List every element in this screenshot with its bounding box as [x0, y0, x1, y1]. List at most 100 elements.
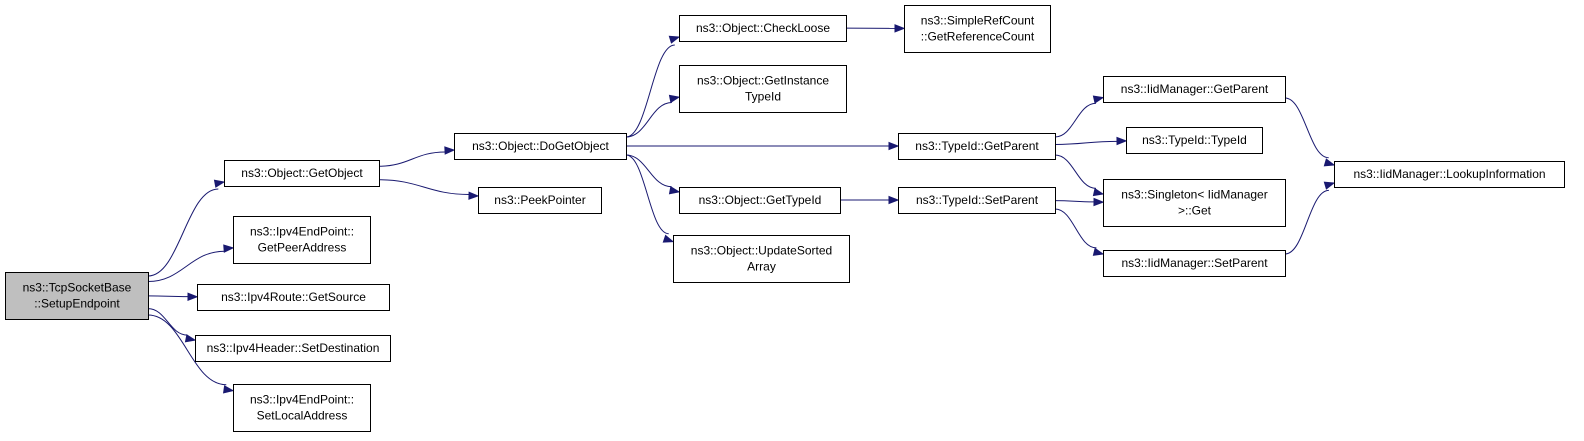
edge-line — [147, 308, 188, 336]
arrowhead-icon — [668, 94, 681, 104]
edge-setupEndpoint-to-getObject — [147, 179, 226, 277]
edge-typeIdSetParent-to-singletonGet — [1054, 197, 1105, 207]
node-getReferenceCount[interactable]: ns3::SimpleRefCount::GetReferenceCount — [904, 5, 1051, 53]
edge-line — [147, 188, 219, 277]
node-label-line: ns3::IidManager::GetParent — [1121, 82, 1269, 96]
node-iidSetParent[interactable]: ns3::IidManager::SetParent — [1103, 250, 1286, 277]
node-label-line: ns3::PeekPointer — [494, 193, 585, 207]
node-box — [673, 235, 850, 283]
arrowhead-icon — [468, 191, 480, 200]
node-label-line: ns3::SimpleRefCount — [921, 14, 1035, 28]
edge-getTypeId-to-typeIdSetParent — [840, 195, 900, 205]
node-label-line: ns3::Object::CheckLoose — [696, 21, 830, 35]
node-box — [898, 133, 1056, 160]
edge-iidGetParent-to-lookupInformation — [1284, 97, 1336, 167]
node-label-line: SetLocalAddress — [257, 409, 348, 423]
node-label-line: ns3::IidManager::LookupInformation — [1353, 167, 1545, 181]
arrowhead-icon — [1092, 187, 1105, 197]
node-doGetObject[interactable]: ns3::Object::DoGetObject — [454, 133, 627, 160]
node-getPeerAddress[interactable]: ns3::Ipv4EndPoint::GetPeerAddress — [233, 216, 371, 264]
node-getTypeId[interactable]: ns3::Object::GetTypeId — [679, 187, 841, 214]
edge-line — [147, 314, 227, 386]
edge-line — [1054, 200, 1095, 203]
node-label-line: TypeId — [745, 90, 781, 104]
arrowhead-icon — [222, 385, 235, 394]
node-label-line: ns3::Object::UpdateSorted — [691, 244, 832, 258]
node-box — [224, 160, 380, 187]
node-box — [197, 284, 390, 311]
node-box — [1103, 179, 1286, 227]
arrowhead-icon — [213, 179, 226, 188]
node-typeIdGetParent[interactable]: ns3::TypeId::GetParent — [898, 133, 1056, 160]
arrowhead-icon — [894, 24, 906, 33]
node-label-line: ::SetupEndpoint — [34, 297, 120, 311]
edge-line — [147, 295, 189, 298]
edge-setupEndpoint-to-getSource — [147, 292, 199, 301]
node-label-line: >::Get — [1178, 204, 1212, 218]
arrowhead-icon — [888, 195, 900, 205]
edge-line — [1284, 97, 1329, 159]
edge-line — [625, 154, 672, 188]
edge-getObject-to-doGetObject — [378, 146, 456, 167]
node-box — [679, 187, 841, 214]
node-peekPointer[interactable]: ns3::PeekPointer — [478, 187, 602, 214]
node-box — [904, 5, 1051, 53]
edge-doGetObject-to-updateSortedArray — [625, 154, 675, 243]
edge-line — [625, 154, 669, 235]
node-setDestination[interactable]: ns3::Ipv4Header::SetDestination — [195, 335, 391, 362]
arrowhead-icon — [187, 292, 199, 301]
node-label-line: GetPeerAddress — [258, 241, 347, 255]
arrowhead-icon — [1323, 181, 1336, 190]
edge-line — [147, 250, 225, 282]
node-box — [1334, 161, 1565, 188]
node-box — [5, 272, 149, 320]
arrowhead-icon — [1092, 247, 1105, 256]
node-label-line: ns3::Object::GetInstance — [697, 74, 829, 88]
node-iidGetParent[interactable]: ns3::IidManager::GetParent — [1103, 76, 1286, 103]
call-nodes: ns3::TcpSocketBase::SetupEndpoint ns3::Ob… — [5, 5, 1565, 432]
node-getObject[interactable]: ns3::Object::GetObject — [224, 160, 380, 187]
node-box — [898, 187, 1056, 214]
call-edges — [147, 24, 1336, 394]
node-box — [233, 384, 371, 432]
edge-line — [1054, 102, 1097, 138]
node-singletonGet[interactable]: ns3::Singleton< IidManager>::Get — [1103, 179, 1286, 227]
edge-line — [1054, 154, 1097, 189]
arrowhead-icon — [1092, 95, 1105, 104]
edge-typeIdGetParent-to-typeIdTypeId — [1054, 136, 1128, 146]
arrowhead-icon — [1116, 136, 1128, 146]
edge-doGetObject-to-getTypeId — [625, 154, 681, 195]
edge-line — [625, 102, 672, 138]
node-box — [1126, 127, 1263, 154]
node-lookupInformation[interactable]: ns3::IidManager::LookupInformation — [1334, 161, 1565, 188]
edge-line — [625, 44, 675, 138]
edge-setupEndpoint-to-getPeerAddress — [147, 244, 235, 282]
edge-getObject-to-peekPointer — [378, 179, 480, 200]
node-setLocalAddress[interactable]: ns3::Ipv4EndPoint::SetLocalAddress — [233, 384, 371, 432]
node-box — [233, 216, 371, 264]
node-box — [679, 65, 847, 113]
edge-typeIdGetParent-to-iidGetParent — [1054, 95, 1105, 138]
arrowhead-icon — [444, 146, 456, 155]
node-typeIdSetParent[interactable]: ns3::TypeId::SetParent — [898, 187, 1056, 214]
node-label-line: ns3::TypeId::GetParent — [915, 139, 1039, 153]
node-label-line: Array — [747, 260, 776, 274]
node-getSource[interactable]: ns3::Ipv4Route::GetSource — [197, 284, 390, 311]
node-checkLoose[interactable]: ns3::Object::CheckLoose — [679, 15, 847, 42]
node-box — [478, 187, 602, 214]
node-label-line: ns3::Ipv4EndPoint:: — [250, 393, 354, 407]
edge-doGetObject-to-typeIdGetParent — [626, 141, 900, 151]
arrowhead-icon — [888, 141, 900, 151]
node-typeIdTypeId[interactable]: ns3::TypeId::TypeId — [1126, 127, 1263, 154]
edge-setupEndpoint-to-setDestination — [147, 308, 197, 343]
node-box — [454, 133, 627, 160]
node-label-line: ns3::TypeId::SetParent — [916, 193, 1039, 207]
node-label-line: ns3::TypeId::TypeId — [1142, 133, 1247, 147]
node-label-line: ns3::Singleton< IidManager — [1121, 188, 1267, 202]
node-setupEndpoint[interactable]: ns3::TcpSocketBase::SetupEndpoint — [5, 272, 149, 320]
edge-doGetObject-to-getInstanceTypeId — [625, 94, 681, 138]
node-label-line: ns3::Object::GetObject — [241, 166, 363, 180]
edge-typeIdSetParent-to-iidSetParent — [1054, 208, 1105, 256]
